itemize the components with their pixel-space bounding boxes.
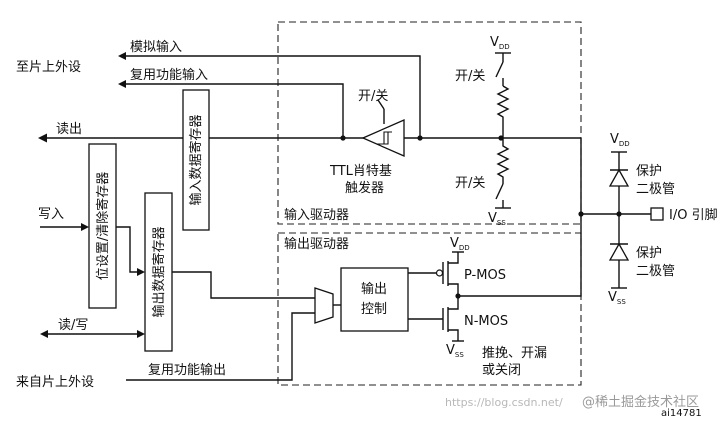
alt-input-arrow xyxy=(118,80,126,88)
protect-bot-label-2: 二极管 xyxy=(636,264,675,279)
from-peripheral-label: 来自片上外设 xyxy=(16,375,94,390)
set-reset-register-label: 位设置/清除寄存器 xyxy=(95,172,111,280)
output-data-register-label: 输出数据寄存器 xyxy=(151,226,167,317)
nmos-terminals xyxy=(448,296,459,341)
output-mode-label-1: 推挽、开漏 xyxy=(482,345,547,361)
watermark-url: https://blog.csdn.net/ xyxy=(445,396,563,409)
junction-dot xyxy=(578,211,584,217)
pulldown-resistor xyxy=(496,138,510,184)
read-write-label: 读/写 xyxy=(58,318,88,333)
watermark-brand: @稀土掘金技术社区 xyxy=(582,394,699,410)
input-data-register-label: 输入数据寄存器 xyxy=(188,114,204,205)
pmos-label: P-MOS xyxy=(464,268,506,283)
io-pin-label: I/O 引脚 xyxy=(669,207,718,223)
pullup-resistor xyxy=(496,85,510,138)
setreset-to-outreg-arrow xyxy=(137,268,145,276)
output-mode-label-2: 或关闭 xyxy=(482,363,521,378)
trigger-switch xyxy=(377,99,385,110)
lower-diode xyxy=(608,242,630,261)
vdd-out-label: VDD xyxy=(450,236,470,252)
alt-output-line xyxy=(126,312,315,381)
input-data-register xyxy=(182,89,210,231)
outreg-to-mux-line xyxy=(172,271,315,299)
protect-bot-label-1: 保护 xyxy=(636,246,662,261)
junction-dot xyxy=(417,135,423,141)
set-reset-register xyxy=(88,143,117,309)
vss-out-label: VSS xyxy=(446,343,464,359)
output-driver-label: 输出驱动器 xyxy=(284,236,349,252)
write-label: 写入 xyxy=(38,207,64,222)
read-write-arrow-right xyxy=(137,330,145,338)
output-control-label-2: 控制 xyxy=(361,302,387,317)
vss-diode-label: VSS xyxy=(608,290,626,306)
upper-diode xyxy=(608,168,630,187)
alt-output-label: 复用功能输出 xyxy=(148,362,226,378)
ttl-label-2: 触发器 xyxy=(345,180,384,196)
protect-top-label-2: 二极管 xyxy=(636,182,675,197)
junction-dot xyxy=(340,135,346,141)
read-out-arrow xyxy=(38,133,47,143)
setreset-to-outreg-line xyxy=(116,226,139,273)
figure-id: ai14781 xyxy=(661,408,702,419)
pulldown-switch xyxy=(495,183,504,200)
ttl-label-1: TTL肖特基 xyxy=(329,164,392,179)
vdd-diode-label: VDD xyxy=(610,132,630,148)
alt-input-line xyxy=(122,83,344,138)
read-out-label: 读出 xyxy=(56,122,82,137)
protect-top-label-1: 保护 xyxy=(636,164,662,179)
alt-input-label: 复用功能输入 xyxy=(130,67,208,83)
to-peripheral-label: 至片上外设 xyxy=(16,60,81,75)
pmos-terminals xyxy=(448,252,459,296)
schmitt-hysteresis-icon xyxy=(376,131,392,145)
vss-mid-label: VSS xyxy=(488,211,506,227)
analog-input-line xyxy=(122,55,421,138)
write-arrow xyxy=(81,223,89,231)
output-control-box xyxy=(340,267,409,332)
input-driver-label: 输入驱动器 xyxy=(284,207,349,223)
mos-output-line xyxy=(458,138,582,297)
output-driver-box xyxy=(277,232,582,386)
read-write-arrow-left xyxy=(40,330,48,338)
analog-input-label: 模拟输入 xyxy=(130,39,182,55)
pulldown-switch-label: 开/关 xyxy=(455,176,485,191)
analog-input-arrow xyxy=(118,52,126,60)
nmos-label: N-MOS xyxy=(464,314,508,329)
junction-dot xyxy=(455,293,461,299)
output-control-label-1: 输出 xyxy=(361,281,387,297)
input-driver-box xyxy=(277,21,582,225)
vdd-top-label: VDD xyxy=(490,35,510,51)
output-mux xyxy=(314,287,334,324)
io-pin-square xyxy=(650,207,664,221)
pullup-switch xyxy=(495,61,504,78)
trigger-switch-label: 开/关 xyxy=(358,89,388,104)
pullup-switch-label: 开/关 xyxy=(455,69,485,84)
pmos-gate-bubble xyxy=(435,269,444,277)
